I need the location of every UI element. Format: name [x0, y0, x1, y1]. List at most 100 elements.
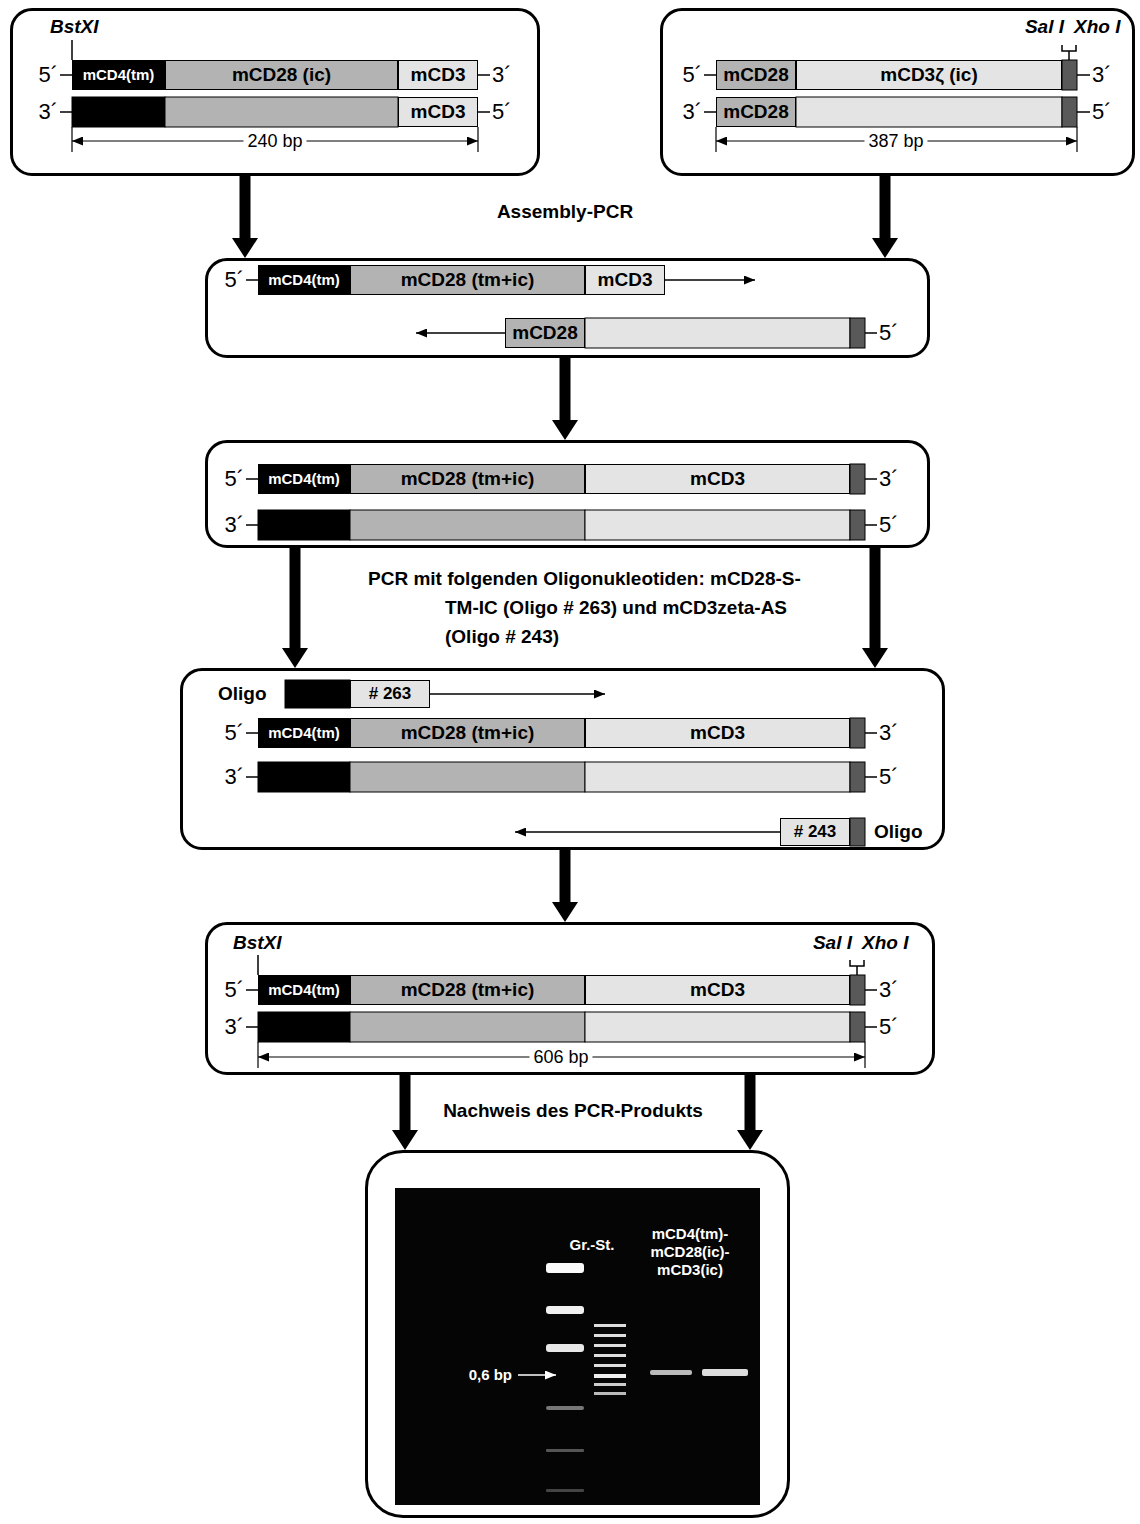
tm-segment: [258, 510, 350, 540]
panel-text: Gr.-St.: [569, 1236, 614, 1253]
gene-segment: mCD28: [716, 60, 796, 90]
gene-segment: mCD28 (tm+ic): [350, 975, 585, 1005]
segment-label: mCD28: [723, 102, 788, 123]
step-panel: Oligo5´3´3´5´Oligo# 263mCD4(tm)mCD28 (tm…: [180, 668, 945, 850]
gene-segment: mCD3: [398, 97, 478, 127]
panel-text: 5´: [1092, 99, 1112, 124]
panel-text: Xho I: [1074, 16, 1120, 38]
gel-band: [594, 1334, 626, 1337]
site-cap: [850, 762, 865, 792]
gel-band: [546, 1449, 584, 1452]
segment-label: mCD28 (tm+ic): [401, 469, 535, 490]
gene-segment: mCD3: [585, 265, 665, 295]
gene-segment: mCD3: [585, 975, 850, 1005]
dimension-tick: [864, 1042, 865, 1068]
panel-text: 5´: [224, 466, 244, 491]
gel-band: [594, 1383, 626, 1386]
step-label: Nachweis des PCR-Produkts: [443, 1100, 703, 1122]
panel-text: Sal I: [1025, 16, 1064, 38]
panel-text: 5´: [224, 267, 244, 292]
plain-segments: [72, 60, 1077, 1042]
cd3-segment: [585, 318, 850, 348]
segment-label: mCD4(tm): [268, 725, 340, 742]
cd28-segment: [350, 762, 585, 792]
cd28-segment: [165, 97, 398, 127]
panel-text: 5´: [492, 99, 512, 124]
gene-segment: mCD3ζ (ic): [796, 60, 1062, 90]
site-cap: [850, 975, 865, 1005]
gel-band: [546, 1263, 584, 1273]
panel-text: 606 bp: [529, 1047, 592, 1068]
flow-arrow: [552, 358, 578, 440]
segment-label: mCD3: [598, 270, 653, 291]
segment-label: mCD3: [690, 980, 745, 1001]
cd3-segment: [796, 97, 1062, 127]
segment-label: mCD3: [690, 723, 745, 744]
panel-text: 3´: [879, 977, 899, 1002]
step-panel: Gr.-St.mCD4(tm)-mCD28(ic)-mCD3(ic)0,6 bp: [365, 1150, 790, 1518]
gene-segment: mCD28 (tm+ic): [350, 265, 585, 295]
gel-background: [395, 1188, 760, 1505]
segment-label: mCD28: [723, 65, 788, 86]
cd28-segment: [350, 1012, 585, 1042]
cd3-segment: [585, 1012, 850, 1042]
tm-segment: [258, 1012, 350, 1042]
strand-line: [246, 776, 877, 778]
panel-text: 3´: [879, 466, 899, 491]
gel-image: [395, 1188, 760, 1505]
dimension-tick: [477, 127, 478, 152]
segment-label: mCD4(tm): [268, 471, 340, 488]
dna-strands: [60, 75, 1090, 1027]
panel-text: BstXI: [233, 932, 282, 954]
segment-label: mCD28 (tm+ic): [401, 270, 535, 291]
segment-label: mCD4(tm): [268, 272, 340, 289]
panel-text: Sal I: [813, 932, 852, 954]
panel-text: Oligo: [218, 683, 267, 705]
strand-line: [865, 332, 877, 334]
gene-segment: mCD4(tm): [258, 265, 350, 295]
panel-text: 3´: [682, 99, 702, 124]
gel-band: [594, 1392, 626, 1395]
segment-label: mCD4(tm): [83, 67, 155, 84]
step-panel: 5´3´3´5´mCD4(tm)mCD28 (tm+ic)mCD3: [205, 440, 930, 548]
strand-line: [246, 279, 258, 281]
panel-text: Xho I: [862, 932, 908, 954]
strand-line: [246, 1026, 877, 1028]
panel-text: 3´: [224, 1014, 244, 1039]
gel-band: [702, 1369, 748, 1376]
panel-text: 3´: [492, 62, 512, 87]
flow-arrow: [392, 1075, 418, 1150]
gene-segment: mCD3: [398, 60, 478, 90]
marker-arrow: [518, 1374, 556, 1376]
site-cap: [850, 1012, 865, 1042]
panel-text: mCD4(tm)-mCD28(ic)-mCD3(ic): [640, 1225, 740, 1279]
panel-text: 5´: [879, 764, 899, 789]
dimension-tick: [1076, 127, 1077, 152]
gene-segment: mCD4(tm): [258, 975, 350, 1005]
gel-band: [594, 1374, 626, 1378]
gene-segment: mCD4(tm): [258, 718, 350, 748]
step-panel: 5´5´mCD4(tm)mCD28 (tm+ic)mCD3mCD28: [205, 258, 930, 358]
site-bracket: [1062, 45, 1076, 60]
panel-text: 3´: [38, 99, 58, 124]
cd28-segment: [350, 510, 585, 540]
panel-text: 5´: [38, 62, 58, 87]
extension-arrow: [665, 279, 755, 281]
site-cap: [850, 464, 865, 494]
segment-label: mCD28 (tm+ic): [401, 980, 535, 1001]
gel-band: [546, 1489, 584, 1492]
gene-segment: mCD28 (tm+ic): [350, 718, 585, 748]
gel-band: [546, 1306, 584, 1314]
segment-label: mCD3ζ (ic): [880, 65, 977, 86]
cd3-segment: [585, 762, 850, 792]
site-cap: [850, 510, 865, 540]
gene-segment: mCD28 (ic): [165, 60, 398, 90]
extension-arrow: [416, 332, 505, 334]
oligo-tail: [285, 680, 350, 708]
site-cap: [1062, 60, 1077, 90]
gel-band: [546, 1406, 584, 1410]
dimension-tick: [257, 1042, 258, 1068]
site-cap: [850, 318, 865, 348]
